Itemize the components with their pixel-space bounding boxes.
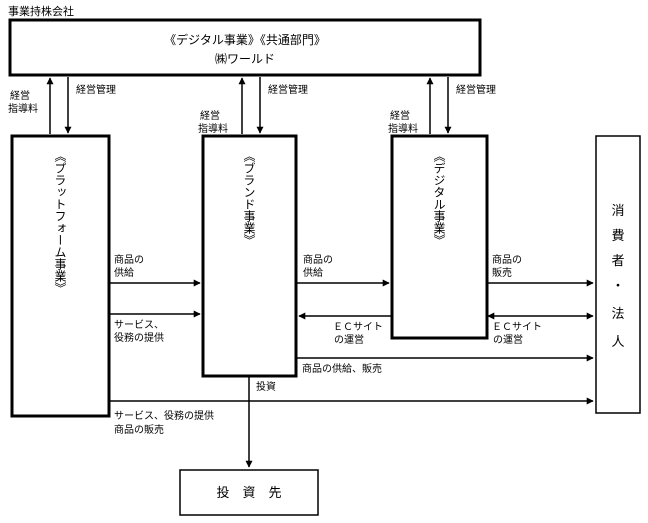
platform-fee-label-1: 経営 xyxy=(10,89,30,102)
brand-fee-label-2: 指導料 xyxy=(198,122,228,135)
consumers-char-4: ・ xyxy=(611,279,624,294)
holding-company-divisions: 《デジタル事業》《共通部門》 xyxy=(164,32,326,47)
brand-goods-label-2: 供給 xyxy=(303,266,323,279)
digital-sales-label-2: 販売 xyxy=(492,266,512,279)
platform-business-box xyxy=(10,134,111,418)
consumers-char-2: 費 xyxy=(611,229,624,244)
digital-business-title: 《デジタル事業》 xyxy=(432,150,446,246)
digital-sales-label-1: 商品の xyxy=(492,253,522,266)
platform-bottom-label-1: サービス、役務の提供 xyxy=(114,409,214,422)
brand-supply-sales-label: 商品の供給、販売 xyxy=(302,362,382,375)
platform-bottom-label-2: 商品の販売 xyxy=(114,423,164,436)
brand-ec-label-2: の運営 xyxy=(334,333,364,346)
platform-services-label-2: 役務の提供 xyxy=(114,331,164,344)
digital-fee-label-1: 経営 xyxy=(390,109,410,122)
platform-goods-label-1: 商品の xyxy=(114,253,144,266)
investee-label: 投 資 先 xyxy=(216,485,281,501)
platform-management-label: 経営管理 xyxy=(76,83,116,96)
holding-company-caption: 事業持株会社 xyxy=(8,4,74,18)
brand-ec-label-1: ＥＣサイト xyxy=(333,321,383,333)
brand-business-title: 《ブランド事業》 xyxy=(242,150,256,246)
brand-management-label: 経営管理 xyxy=(268,83,308,96)
digital-management-label: 経営管理 xyxy=(456,83,496,96)
platform-business-title: 《プラットフォーム事業》 xyxy=(53,150,67,294)
investee-box xyxy=(179,469,319,516)
platform-goods-label-2: 供給 xyxy=(114,266,134,279)
consumers-char-1: 消 xyxy=(611,204,624,219)
consumers-char-6: 人 xyxy=(611,335,624,350)
digital-business-box xyxy=(390,134,489,340)
platform-fee-label-2: 指導料 xyxy=(8,102,38,115)
platform-services-label-1: サービス、 xyxy=(114,319,164,331)
brand-goods-label-1: 商品の xyxy=(303,253,333,266)
digital-ec-label-1: ＥＣサイト xyxy=(492,321,542,333)
consumers-char-3: 者 xyxy=(611,254,624,269)
digital-fee-label-2: 指導料 xyxy=(388,122,418,135)
consumers-char-5: 法 xyxy=(611,307,624,322)
brand-fee-label-1: 経営 xyxy=(200,109,220,122)
investment-label: 投資 xyxy=(256,380,276,393)
holding-company-name: ㈱ワールド xyxy=(215,52,275,66)
brand-business-box xyxy=(201,134,298,378)
consumers-box xyxy=(595,135,641,414)
holding-company-box xyxy=(8,18,482,77)
digital-ec-label-2: の運営 xyxy=(493,333,523,346)
